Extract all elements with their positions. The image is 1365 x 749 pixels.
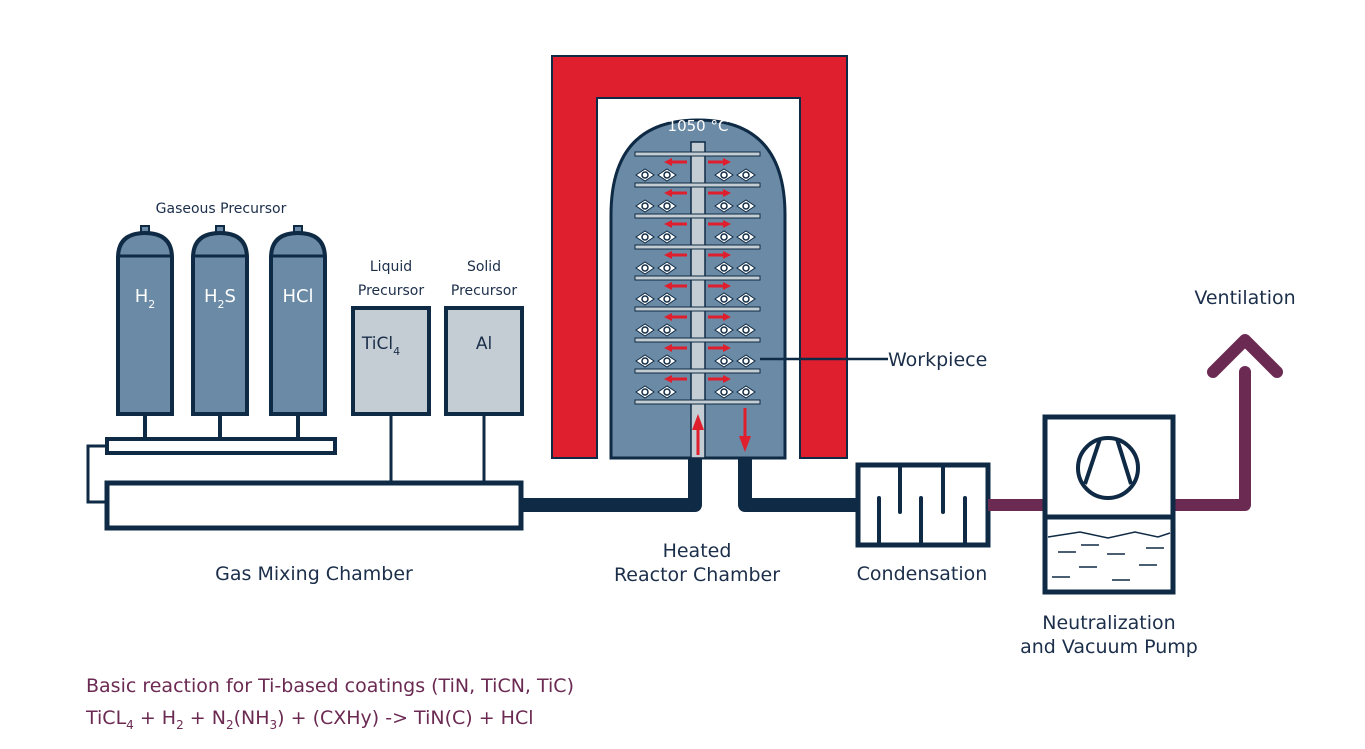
workpiece-insert-icon — [635, 168, 655, 182]
workpiece-insert-icon — [714, 385, 734, 399]
workpiece-insert-icon — [635, 323, 655, 337]
workpiece-insert-icon — [714, 354, 734, 368]
shelf — [634, 213, 761, 219]
shelf — [634, 337, 761, 343]
gas-cylinder-label: HCl — [282, 286, 313, 307]
gas-outflow-arrow — [739, 408, 751, 452]
gas-cylinder: H2 — [116, 225, 174, 439]
liquid-precursor-title-1: Liquid — [370, 259, 412, 275]
workpiece-insert-icon — [736, 230, 756, 244]
outlet-pipe — [738, 458, 858, 512]
gas-cylinder: HCl — [269, 225, 327, 439]
reactor-label-1: Heated — [663, 540, 732, 562]
workpiece-insert-icon — [635, 354, 655, 368]
workpiece-insert-icon — [657, 199, 677, 213]
shelf — [634, 182, 761, 188]
gas-cylinder: H2S — [191, 225, 249, 439]
exhaust-pipe-2 — [1168, 366, 1251, 511]
pump-label-1: Neutralization — [1042, 612, 1175, 634]
gas-cylinder-label: H2 — [135, 286, 156, 311]
reactor-label-2: Reactor Chamber — [614, 564, 780, 586]
workpiece-insert-icon — [736, 354, 756, 368]
shelf — [634, 275, 761, 281]
workpiece-label: Workpiece — [888, 349, 987, 371]
center-gas-column — [690, 141, 706, 459]
workpiece-insert-icon — [657, 168, 677, 182]
workpiece-insert-icon — [714, 168, 734, 182]
shelf — [634, 306, 761, 312]
gas-inflow-arrow — [692, 414, 704, 455]
workpiece-insert-icon — [714, 292, 734, 306]
workpiece-insert-icon — [635, 199, 655, 213]
gas-cylinders: H2 H2S HCl — [116, 225, 327, 439]
shelf — [634, 151, 761, 157]
workpiece-insert-icon — [736, 261, 756, 275]
condenser-baffles — [877, 465, 967, 545]
workpiece-insert-icon — [736, 292, 756, 306]
workpiece-insert-icon — [635, 261, 655, 275]
workpiece-insert-icon — [657, 323, 677, 337]
workpiece-insert-icon — [657, 292, 677, 306]
workpiece-insert-icon — [736, 323, 756, 337]
workpiece-insert-icon — [736, 199, 756, 213]
pump-label-2: and Vacuum Pump — [1020, 636, 1198, 658]
neutralization-pump-unit — [1042, 414, 1176, 595]
solid-precursor-title-2: Precursor — [451, 283, 517, 299]
solid-precursor-label: Al — [476, 334, 492, 354]
gas-cylinder-label: H2S — [204, 286, 236, 311]
condensation-label: Condensation — [857, 563, 988, 585]
workpiece-insert-icon — [635, 230, 655, 244]
reaction-title: Basic reaction for Ti-based coatings (Ti… — [86, 675, 574, 697]
workpiece-insert-icon — [714, 323, 734, 337]
workpiece-insert-icon — [657, 230, 677, 244]
ventilation-arrowhead-icon — [1207, 334, 1283, 378]
workpiece-insert-icon — [714, 230, 734, 244]
workpiece-insert-icon — [714, 199, 734, 213]
solid-precursor-title-1: Solid — [467, 259, 501, 275]
solid-precursor-tank — [444, 306, 524, 416]
workpiece-insert-icon — [635, 292, 655, 306]
reaction-equation: TiCL4 + H2 + N2(NH3) + (CXHy) -> TiN(C) … — [86, 707, 534, 732]
furnace-heater — [551, 55, 848, 459]
liquid-precursor-title-2: Precursor — [358, 283, 424, 299]
manifold-feed-line — [86, 444, 107, 504]
workpiece-insert-icon — [736, 168, 756, 182]
ventilation-label: Ventilation — [1194, 287, 1295, 309]
inlet-pipe — [521, 458, 702, 512]
vacuum-pump-icon — [1076, 436, 1140, 500]
workpiece-insert-icon — [635, 385, 655, 399]
reactor-temperature: 1050 °C — [668, 117, 729, 135]
workpiece-insert-icon — [657, 261, 677, 275]
shelf — [634, 244, 761, 250]
gas-mixing-chamber-label: Gas Mixing Chamber — [215, 563, 413, 585]
liquid-precursor-label: TiCl4 — [361, 334, 400, 358]
workpiece-insert-icon — [714, 261, 734, 275]
workpiece-insert-icon — [657, 354, 677, 368]
neutralization-liquid-icon — [1047, 531, 1171, 581]
gas-mixing-chamber — [104, 480, 524, 531]
workpiece-shelves — [634, 151, 761, 405]
workpiece-insert-icon — [657, 385, 677, 399]
gas-manifold — [105, 437, 337, 455]
liquid-precursor-tank — [351, 306, 431, 416]
gaseous-precursor-title: Gaseous Precursor — [156, 201, 287, 217]
shelf — [634, 368, 761, 374]
shelf — [634, 399, 761, 405]
workpiece-insert-icon — [736, 385, 756, 399]
